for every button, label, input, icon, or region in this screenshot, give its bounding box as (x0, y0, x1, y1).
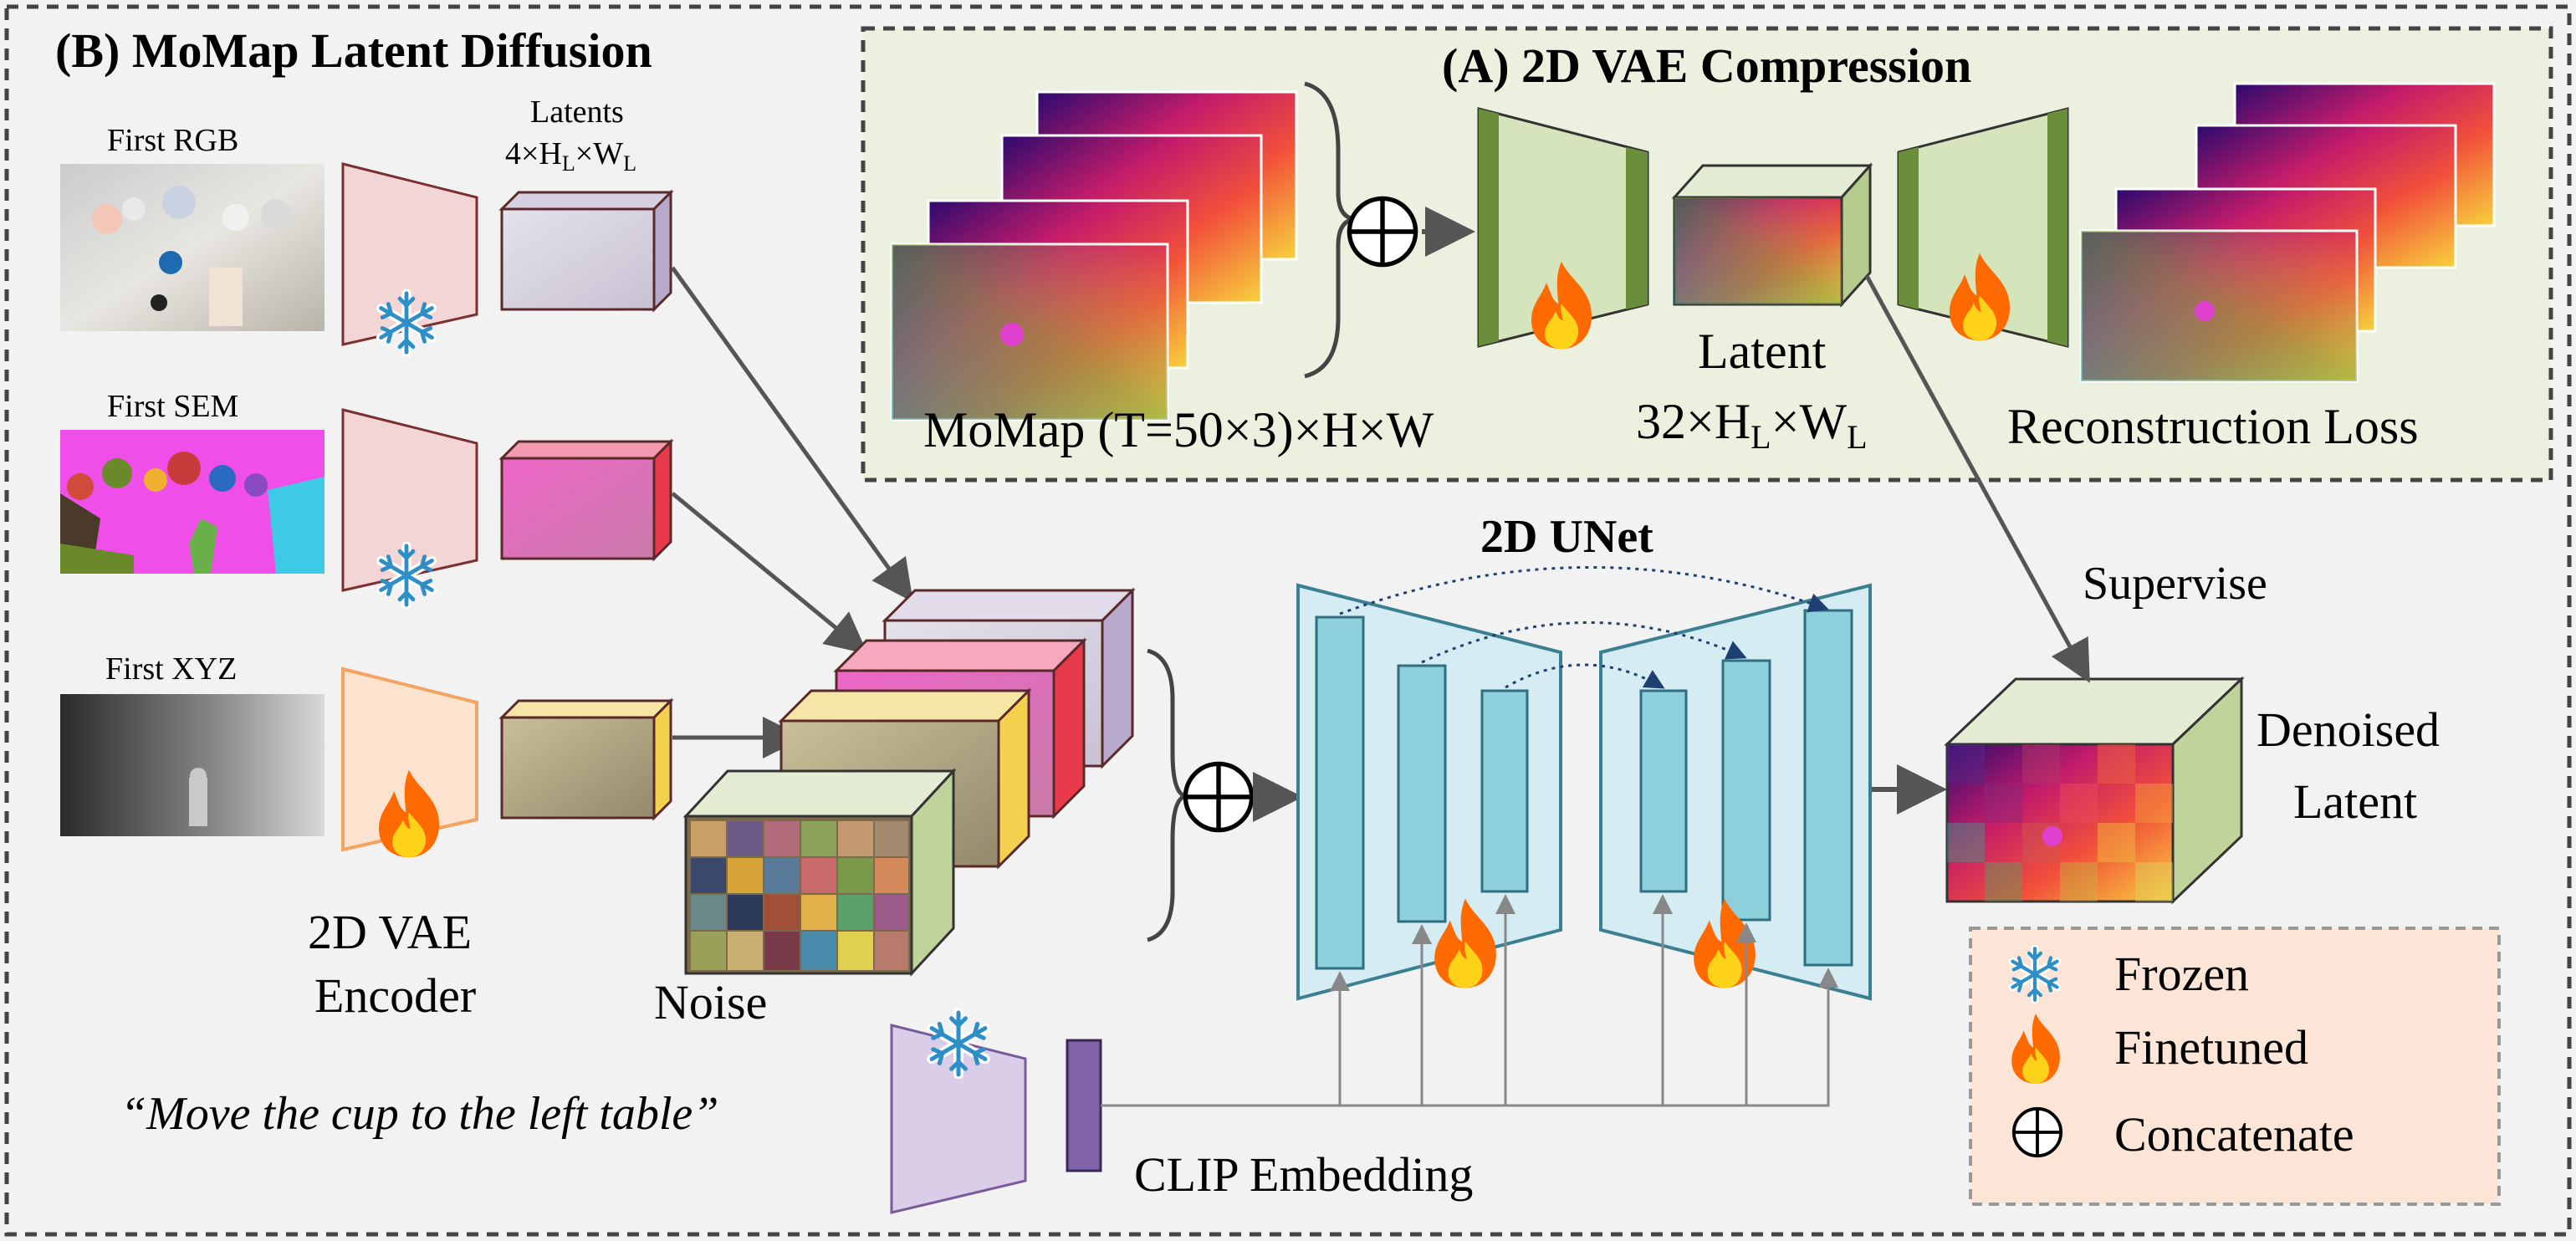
sem-rgb-encoder (341, 162, 478, 352)
clip-embedding-bar (1066, 1039, 1102, 1172)
clip-conditioning-lines (1101, 894, 1838, 1107)
unet-block-dec-3 (1803, 609, 1853, 967)
latent-cube-sem (498, 438, 674, 562)
unet-block-dec-2 (1721, 659, 1771, 922)
encoder-label-line2: Encoder (314, 968, 476, 1023)
legend: Frozen Finetuned Concatenate (1969, 927, 2501, 1206)
encoder-label-line1: 2D VAE (308, 905, 472, 959)
first-rgb-label: First RGB (107, 123, 238, 158)
denoised-label-line1: Denoised (2257, 702, 2440, 757)
arrow-rgb-latent-to-stack (670, 266, 913, 603)
unet-block-dec-1 (1639, 689, 1688, 893)
latent-cube-rgb (498, 189, 674, 313)
noise-label: Noise (654, 975, 767, 1029)
circled-plus-icon (2011, 1106, 2063, 1158)
latent-cube-xyz (498, 697, 674, 821)
panel-b-title: (B) MoMap Latent Diffusion (55, 23, 652, 78)
vae-encoder-a (1477, 107, 1649, 350)
unet-block-enc-2 (1397, 664, 1447, 923)
panel-a-title: (A) 2D VAE Compression (1442, 38, 1971, 93)
latents-label-line2: 4×HL×WL (505, 136, 636, 176)
momap-stack (890, 90, 1298, 421)
prompt-text: “Move the cup to the left table” (120, 1088, 718, 1140)
first-xyz-image (60, 694, 325, 836)
clip-embedding-label: CLIP Embedding (1134, 1147, 1473, 1202)
latents-label-line1: Latents (530, 94, 624, 130)
noise-grid (691, 821, 908, 970)
first-xyz-label: First XYZ (105, 651, 237, 687)
supervise-label: Supervise (2083, 558, 2267, 610)
unet-title: 2D UNet (1480, 511, 1653, 563)
reconstruction-loss-label: Reconstruction Loss (2007, 399, 2419, 454)
latent-label-line2: 32×HL×WL (1636, 394, 1868, 456)
legend-frozen-label: Frozen (2114, 947, 2249, 1001)
first-sem-image (60, 430, 325, 574)
arrow-supervise (1864, 274, 2090, 683)
latent-label-line1: Latent (1698, 324, 1827, 379)
concatenate-icon (1185, 763, 1251, 830)
latent-cube-a (1671, 162, 1873, 308)
reconstruction-stack (2079, 82, 2496, 383)
skip-connection-middle (1421, 620, 1747, 664)
clip-text-encoder (890, 1013, 1027, 1214)
legend-concatenate-label: Concatenate (2114, 1107, 2354, 1162)
unet-block-enc-1 (1315, 615, 1365, 970)
vae-decoder-a (1897, 107, 2069, 348)
denoised-latent-cube (1944, 676, 2245, 905)
first-sem-label: First SEM (107, 389, 238, 424)
xyz-encoder (341, 666, 478, 858)
sem-encoder (341, 408, 478, 605)
unet-block-enc-3 (1480, 689, 1529, 893)
momap-label: MoMap (T=50×3)×H×W (923, 402, 1434, 457)
first-rgb-image (60, 164, 325, 331)
legend-finetuned-label: Finetuned (2114, 1020, 2308, 1075)
panel-a-vae-compression: (A) 2D VAE Compression (861, 26, 2553, 483)
skip-connection-inner (1505, 663, 1665, 689)
latent-stack (682, 587, 1136, 977)
denoised-label-line2: Latent (2293, 774, 2417, 829)
arrow-sem-latent-to-stack (671, 492, 868, 655)
concatenate-icon (1349, 198, 1415, 264)
unet (1296, 565, 1872, 1001)
